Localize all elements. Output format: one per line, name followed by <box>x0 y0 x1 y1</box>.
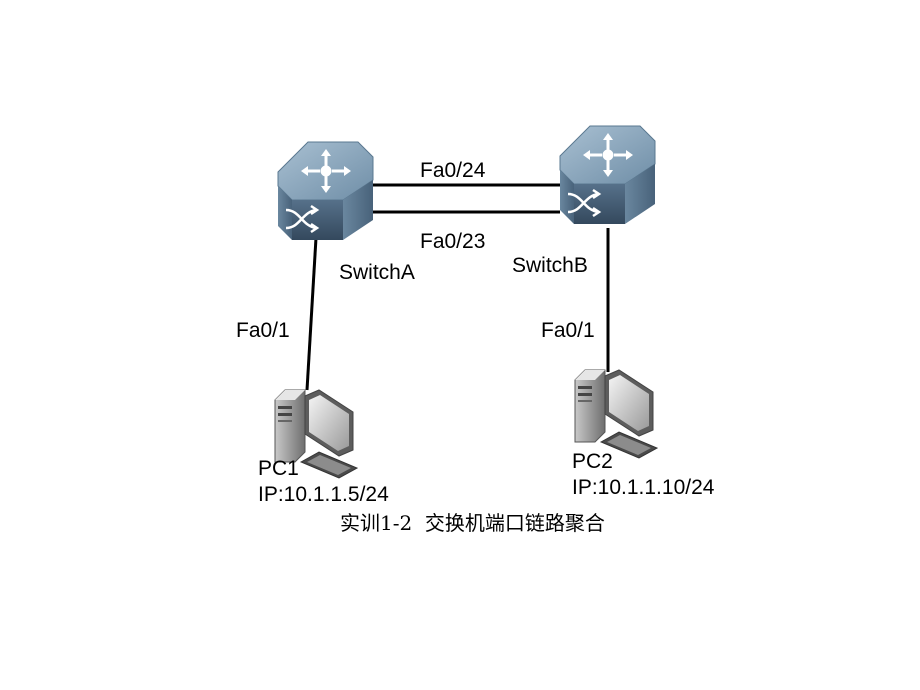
pc2-name: PC2 <box>572 450 613 473</box>
pc1-ip: IP:10.1.1.5/24 <box>258 483 389 506</box>
switch-a-name: SwitchA <box>339 261 415 284</box>
link-switcha-pc1 <box>305 237 318 391</box>
trunk-top-label: Fa0/24 <box>420 159 486 182</box>
pc2-ip: IP:10.1.1.10/24 <box>572 476 715 499</box>
pc1-name: PC1 <box>258 457 299 480</box>
pc2-icon <box>574 369 658 459</box>
trunk-bottom-label: Fa0/23 <box>420 230 486 253</box>
switch-a-icon <box>276 140 375 242</box>
diagram-caption: 实训1-2 交换机端口链路聚合 <box>340 511 605 535</box>
switch-b-name: SwitchB <box>512 254 588 277</box>
switch-b-port-label: Fa0/1 <box>541 319 595 342</box>
switch-b-icon <box>558 124 657 226</box>
switch-a-port-label: Fa0/1 <box>236 319 290 342</box>
